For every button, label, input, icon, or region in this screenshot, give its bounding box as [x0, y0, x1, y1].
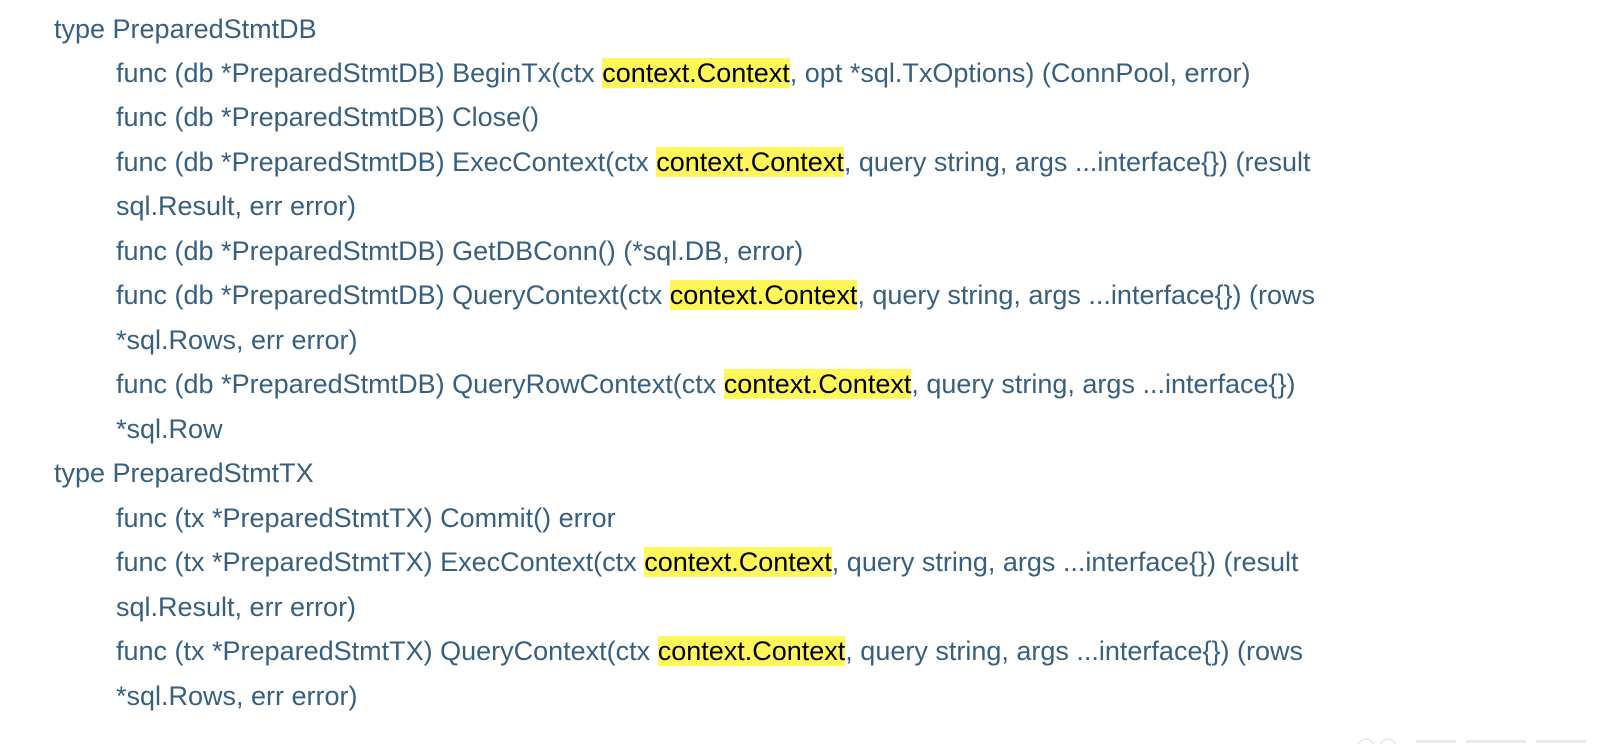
method-signature-end: , query string, args ...interface{}) (re…: [843, 147, 1311, 177]
method-signature-start: func (db *PreparedStmtDB) QueryContext(c…: [116, 280, 670, 310]
context-highlight: context.Context: [656, 147, 844, 177]
method-signature-start: func (db *PreparedStmtDB) BeginTx(ctx: [116, 58, 603, 88]
method-link-db-begin-tx[interactable]: func (db *PreparedStmtDB) BeginTx(ctx co…: [116, 58, 1250, 89]
context-highlight: context.Context: [657, 636, 846, 666]
watermark-graphic: [1357, 738, 1586, 744]
method-signature: func (db *PreparedStmtDB) GetDBConn() (*…: [116, 236, 804, 266]
context-highlight: context.Context: [669, 280, 858, 310]
method-signature-end: , query string, args ...interface{}) (ro…: [857, 280, 1316, 310]
method-signature-wrap: sql.Result, err error): [116, 592, 357, 622]
method-signature-start: func (db *PreparedStmtDB) ExecContext(ct…: [116, 147, 657, 177]
method-signature-start: func (tx *PreparedStmtTX) QueryContext(c…: [116, 636, 658, 666]
method-signature-wrap: sql.Result, err error): [116, 191, 357, 221]
method-link-db-close[interactable]: func (db *PreparedStmtDB) Close(): [116, 102, 539, 133]
method-link-tx-exec-context[interactable]: func (tx *PreparedStmtTX) ExecContext(ct…: [116, 547, 1299, 578]
method-signature: func (db *PreparedStmtDB) Close(): [116, 102, 540, 132]
method-signature-start: func (db *PreparedStmtDB) QueryRowContex…: [116, 369, 724, 399]
method-signature-wrap: *sql.Rows, err error): [116, 325, 358, 355]
context-highlight: context.Context: [644, 547, 832, 577]
context-highlight: context.Context: [602, 58, 790, 88]
method-signature-start: func (tx *PreparedStmtTX) ExecContext(ct…: [116, 547, 645, 577]
method-signature-end: , opt *sql.TxOptions) (ConnPool, error): [789, 58, 1251, 88]
method-link-db-query-row-context[interactable]: func (db *PreparedStmtDB) QueryRowContex…: [116, 369, 1296, 400]
type-link-prepared-stmt-db[interactable]: type PreparedStmtDB: [54, 14, 317, 44]
method-signature-end: , query string, args ...interface{}): [911, 369, 1296, 399]
type-link-prepared-stmt-tx[interactable]: type PreparedStmtTX: [54, 458, 314, 488]
method-link-db-get-db-conn[interactable]: func (db *PreparedStmtDB) GetDBConn() (*…: [116, 236, 803, 267]
method-signature-wrap: *sql.Rows, err error): [116, 681, 358, 711]
method-link-tx-commit[interactable]: func (tx *PreparedStmtTX) Commit() error: [116, 503, 616, 534]
method-link-db-query-context[interactable]: func (db *PreparedStmtDB) QueryContext(c…: [116, 280, 1315, 311]
method-signature-end: , query string, args ...interface{}) (re…: [831, 547, 1299, 577]
context-highlight: context.Context: [723, 369, 912, 399]
method-signature: func (tx *PreparedStmtTX) Commit() error: [116, 503, 616, 533]
method-link-tx-query-context[interactable]: func (tx *PreparedStmtTX) QueryContext(c…: [116, 636, 1303, 667]
method-signature-end: , query string, args ...interface{}) (ro…: [845, 636, 1303, 666]
method-link-db-exec-context[interactable]: func (db *PreparedStmtDB) ExecContext(ct…: [116, 147, 1311, 178]
method-signature-wrap: *sql.Row: [116, 414, 223, 444]
